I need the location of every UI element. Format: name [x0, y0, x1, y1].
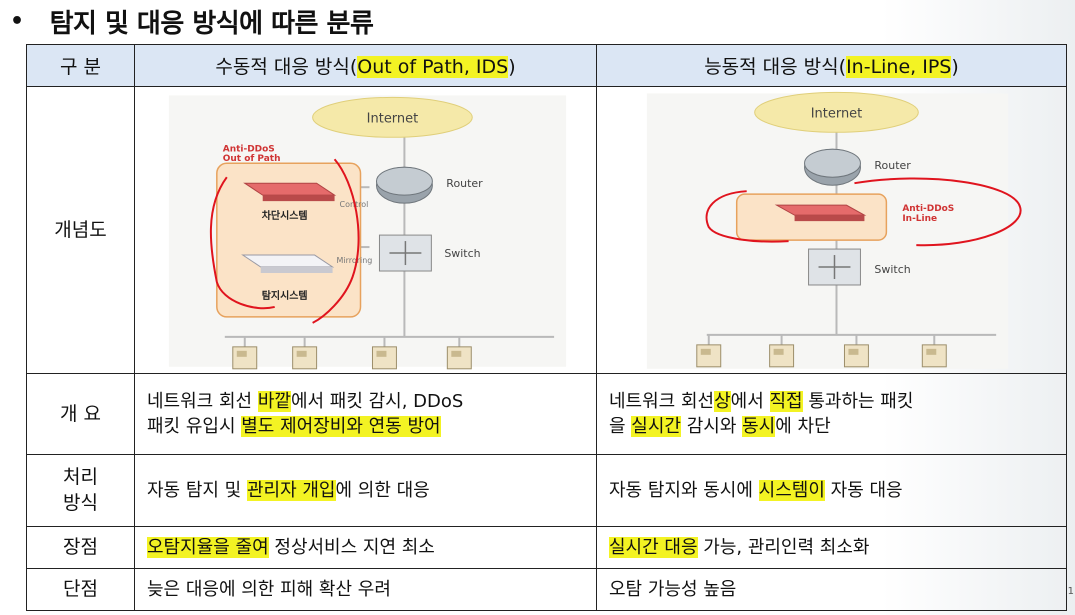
switch-label: Switch [874, 263, 910, 276]
text-span: 자동 탐지와 동시에 [609, 479, 759, 501]
anti-ddos-device-icon [774, 204, 867, 216]
header-category: 구 분 [26, 43, 135, 88]
highlight-span: 실시간 [631, 415, 681, 437]
server-icon [696, 344, 722, 368]
header-active-highlight: In-Line, IPS [846, 56, 952, 79]
pros-active: 실시간 대응 가능, 관리인력 최소화 [596, 525, 1067, 569]
overview-label: 개 요 [26, 373, 135, 455]
annotation-stroke [854, 177, 1022, 247]
highlight-span: 실시간 대응 [609, 536, 698, 558]
detect-system-label: 탐지시스템 [262, 289, 308, 302]
process-active: 자동 탐지와 동시에 시스템이 자동 대응 [596, 453, 1067, 527]
server-icon [921, 344, 947, 368]
text-span: 에서 [730, 390, 770, 412]
header-passive-close: ) [508, 56, 516, 79]
overview-passive-line2: 패킷 유입시 별도 제어장비와 연동 방어 [147, 414, 584, 439]
anti-ddos-box [216, 162, 362, 318]
switch-label: Switch [444, 247, 480, 260]
cons-passive: 늦은 대응에 의한 피해 확산 우려 [134, 567, 597, 612]
internet-cloud-icon [312, 96, 473, 138]
concept-row: 개념도 Internet Router [26, 86, 1067, 375]
process-passive: 자동 탐지 및 관리자 개입에 의한 대응 [134, 453, 597, 527]
server-icon [292, 346, 318, 370]
in-line-label: In-Line [902, 214, 937, 224]
pros-passive: 오탐지율을 줄여 정상서비스 지연 최소 [134, 525, 597, 569]
header-active-close: ) [951, 56, 959, 79]
header-row: 구 분 수동적 대응 방식(Out of Path, IDS) 능동적 대응 방… [26, 43, 1067, 88]
overview-passive: 네트워크 회선 바깥에서 패킷 감시, DDoS 패킷 유입시 별도 제어장비와… [134, 373, 597, 455]
server-icon [769, 344, 795, 368]
header-active: 능동적 대응 방식(In-Line, IPS) [596, 43, 1067, 88]
server-icon [446, 346, 472, 370]
overview-row: 개 요 네트워크 회선 바깥에서 패킷 감시, DDoS 패킷 유입시 별도 제… [26, 373, 1067, 455]
cons-label: 단점 [26, 567, 135, 612]
text-span: 패킷 유입시 [147, 415, 242, 437]
server-icon [843, 344, 869, 368]
anti-ddos-label: Anti-DDoS [223, 144, 275, 154]
title-text: 탐지 및 대응 방식에 따른 분류 [49, 8, 374, 39]
text-span: 네트워크 회선 [147, 390, 258, 412]
overview-active: 네트워크 회선상에서 직접 통과하는 패킷 을 실시간 감시와 동시에 차단 [596, 373, 1067, 455]
server-icon [371, 346, 397, 370]
overview-passive-line1: 네트워크 회선 바깥에서 패킷 감시, DDoS [147, 389, 584, 414]
header-passive-highlight: Out of Path, IDS [357, 56, 509, 79]
text-span: 정상서비스 지연 최소 [268, 536, 435, 558]
mirroring-label: Mirroring [337, 256, 373, 265]
title-bullet: • [10, 8, 24, 34]
slide-title: • 탐지 및 대응 방식에 따른 분류 [10, 4, 374, 39]
passive-diagram: Internet Router Switch Anti-DDoS Out of … [168, 95, 567, 370]
text-span: 에서 패킷 감시, DDoS [290, 390, 464, 412]
process-label-line1: 처리 [63, 466, 98, 489]
classification-table: 구 분 수동적 대응 방식(Out of Path, IDS) 능동적 대응 방… [26, 43, 1067, 612]
page-number: 1 [1067, 586, 1074, 597]
process-label: 처리 방식 [26, 453, 135, 527]
process-label-line2: 방식 [63, 492, 98, 515]
active-diagram: Internet Router Anti-DDoS In-Line Switch [646, 92, 1022, 369]
text-span: 통과하는 패킷 [802, 390, 914, 412]
block-system-label: 차단시스템 [262, 209, 308, 222]
overview-active-line1: 네트워크 회선상에서 직접 통과하는 패킷 [609, 389, 1054, 414]
highlight-span: 시스템이 [758, 479, 825, 501]
text-span: 을 [609, 415, 632, 437]
passive-diagram-cell: Internet Router Switch Anti-DDoS Out of … [134, 86, 597, 375]
annotation-stroke [705, 190, 789, 243]
highlight-span: 관리자 개입 [246, 479, 336, 501]
server-icon [232, 346, 258, 370]
pros-row: 장점 오탐지율을 줄여 정상서비스 지연 최소 실시간 대응 가능, 관리인력 … [26, 525, 1067, 569]
annotation-stroke [209, 176, 275, 310]
router-label: Router [874, 159, 911, 172]
annotation-stroke [312, 158, 360, 324]
anti-ddos-label: Anti-DDoS [902, 204, 954, 214]
cons-row: 단점 늦은 대응에 의한 피해 확산 우려 오탐 가능성 높음 [26, 567, 1067, 612]
active-diagram-cell: Internet Router Anti-DDoS In-Line Switch [596, 86, 1067, 375]
process-row: 처리 방식 자동 탐지 및 관리자 개입에 의한 대응 자동 탐지와 동시에 시… [26, 453, 1067, 527]
internet-cloud-icon [754, 92, 919, 133]
highlight-span: 바깥 [257, 390, 291, 412]
highlight-span: 별도 제어장비와 연동 방어 [241, 415, 441, 437]
text-span: 에 의한 대응 [335, 479, 430, 501]
text-span: 에 차단 [775, 415, 831, 437]
block-system-icon [243, 182, 337, 196]
cons-active: 오탐 가능성 높음 [596, 567, 1067, 612]
header-passive-text: 수동적 대응 방식( [215, 56, 358, 79]
highlight-span: 오탐지율을 줄여 [147, 536, 269, 558]
pros-label: 장점 [26, 525, 135, 569]
internet-label: Internet [811, 106, 863, 121]
internet-label: Internet [367, 111, 419, 126]
text-span: 감시와 [680, 415, 743, 437]
detect-system-icon [241, 254, 335, 268]
highlight-span: 상 [714, 390, 731, 412]
highlight-span: 동시 [742, 415, 776, 437]
header-active-text: 능동적 대응 방식( [704, 56, 847, 79]
out-of-path-label: Out of Path [223, 154, 281, 164]
text-span: 가능, 관리인력 최소화 [697, 536, 870, 558]
highlight-span: 직접 [769, 390, 803, 412]
router-label: Router [446, 177, 483, 190]
overview-active-line2: 을 실시간 감시와 동시에 차단 [609, 414, 1054, 439]
concept-label: 개념도 [26, 86, 135, 375]
header-passive: 수동적 대응 방식(Out of Path, IDS) [134, 43, 597, 88]
text-span: 네트워크 회선 [609, 390, 715, 412]
text-span: 자동 탐지 및 [147, 479, 247, 501]
text-span: 자동 대응 [824, 479, 903, 501]
